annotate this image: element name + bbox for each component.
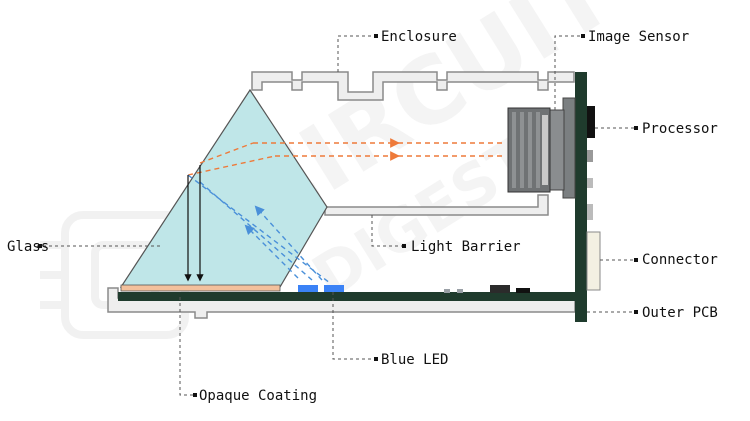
blue-led [324, 285, 344, 292]
enclosure-top [251, 71, 575, 101]
incident-rays [187, 174, 331, 284]
pcb-component [587, 204, 593, 220]
lens-barrel [507, 107, 551, 193]
blue-led [298, 285, 318, 292]
pcb-component [444, 289, 450, 293]
label-connector: Connector [642, 252, 718, 268]
pcb-component [587, 178, 593, 188]
leader-lines [37, 35, 636, 396]
pcb-component [516, 288, 530, 293]
vertical-pcb [575, 72, 587, 322]
light-barrier [324, 194, 549, 216]
label-image-sensor: Image Sensor [588, 29, 689, 45]
processor [587, 106, 595, 138]
label-enclosure: Enclosure [381, 29, 457, 45]
connector [586, 231, 601, 291]
opaque-coating [120, 284, 281, 292]
outer-pcb [118, 292, 578, 301]
label-outer-pcb: Outer PCB [642, 305, 718, 321]
coating-rays [184, 165, 204, 282]
pcb-component [490, 285, 510, 293]
label-processor: Processor [642, 121, 718, 137]
label-glass: Glass [7, 239, 49, 255]
label-opaque-coating: Opaque Coating [199, 388, 317, 404]
label-blue-led: Blue LED [381, 352, 448, 368]
reflected-rays [187, 138, 506, 176]
pcb-component [587, 150, 593, 162]
label-light-barrier: Light Barrier [411, 239, 521, 255]
pcb-component [457, 289, 463, 293]
sensor-board [562, 97, 576, 199]
leader-bullets [38, 34, 638, 397]
